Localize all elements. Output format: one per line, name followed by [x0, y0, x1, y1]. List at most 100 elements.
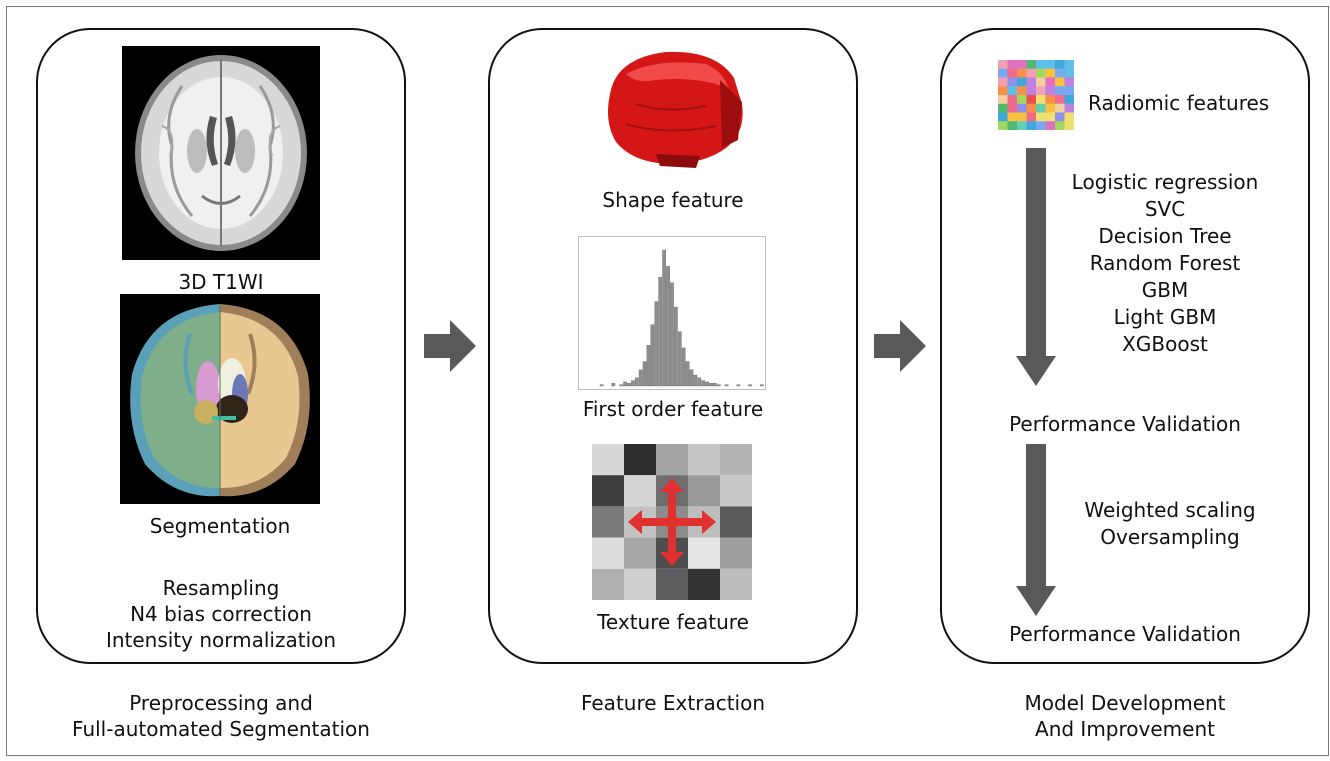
mri-caption: 3D T1WI	[178, 270, 264, 294]
texture-cell	[624, 444, 656, 476]
radiomic-cell	[1055, 86, 1065, 96]
radiomic-cell	[1007, 60, 1018, 69]
histogram-bar	[748, 384, 752, 387]
radiomic-cell	[1007, 95, 1018, 104]
radiomic-cell	[1036, 86, 1046, 96]
histogram-bar	[631, 380, 635, 387]
preprocessing-step-normalization: Intensity normalization	[105, 628, 337, 652]
radiomic-cell	[1026, 112, 1037, 122]
radiomic-cell	[998, 103, 1008, 113]
radiomic-cell	[1017, 86, 1027, 96]
right-arrow-icon	[424, 320, 476, 372]
preprocessing-title-line2: Full-automated Segmentation	[72, 717, 370, 741]
radiomic-cell	[1017, 95, 1027, 104]
radiomic-cell	[998, 68, 1008, 78]
radiomic-cell	[1026, 95, 1037, 104]
histogram-bar	[623, 381, 627, 387]
radiomic-cell	[1064, 103, 1074, 113]
model-logistic-regression: Logistic regression	[1071, 170, 1259, 194]
radiomic-cell	[1045, 77, 1056, 87]
histogram-bar	[681, 347, 686, 387]
radiomic-cell	[1017, 112, 1027, 122]
histogram-bar	[693, 374, 698, 387]
radiomic-cell	[1064, 95, 1074, 104]
radiomic-cell	[1026, 86, 1037, 96]
radiomic-cell	[1064, 121, 1074, 130]
first-order-histogram	[578, 236, 766, 390]
texture-cell	[592, 537, 624, 569]
radiomic-cell	[1045, 68, 1056, 78]
texture-down-arrow-icon	[660, 526, 684, 566]
histogram-bar	[759, 384, 764, 387]
model-svc: SVC	[1144, 197, 1186, 221]
histogram-bar	[662, 249, 666, 387]
model-development-title-line1: Model Development	[1024, 691, 1226, 715]
histogram-bar	[677, 331, 682, 387]
histogram-bar	[713, 383, 717, 387]
radiomic-cell	[1007, 77, 1018, 87]
model-xgboost: XGBoost	[1122, 332, 1208, 356]
texture-cell	[720, 506, 752, 538]
texture-cell	[720, 475, 752, 507]
texture-cell	[592, 568, 624, 600]
radiomic-cell	[1036, 95, 1046, 104]
radiomic-cell	[1007, 86, 1018, 96]
histogram-bar	[685, 361, 690, 387]
texture-cell	[656, 444, 688, 476]
model-light-gbm: Light GBM	[1113, 305, 1217, 329]
down-arrow-icon	[1016, 444, 1056, 616]
right-arrow-icon	[874, 320, 926, 372]
radiomic-cell	[1026, 60, 1037, 69]
texture-cell	[624, 475, 656, 507]
preprocessing-title-line1: Preprocessing and	[129, 691, 313, 715]
segmentation-caption: Segmentation	[149, 514, 291, 538]
texture-cell	[688, 537, 720, 569]
radiomic-cell	[1064, 86, 1074, 96]
first-order-feature-caption: First order feature	[582, 397, 764, 421]
radiomic-cell	[1007, 112, 1018, 122]
histogram-bar	[670, 282, 674, 387]
radiomic-cell	[1007, 103, 1018, 113]
histogram-bar	[666, 266, 670, 387]
radiomic-cell	[1036, 112, 1046, 122]
radiomic-cell	[1017, 60, 1027, 69]
preprocessing-step-n4: N4 bias correction	[130, 602, 312, 626]
texture-up-arrow-icon	[660, 478, 684, 518]
histogram-bar	[689, 369, 694, 387]
shape-feature-caption: Shape feature	[602, 188, 744, 212]
histogram-bar	[627, 383, 631, 387]
radiomic-cell	[1045, 112, 1056, 122]
radiomic-cell	[1017, 77, 1027, 87]
radiomic-cell	[1045, 86, 1056, 96]
radiomic-cell	[1055, 95, 1065, 104]
histogram-bar	[701, 380, 706, 387]
down-arrow-icon	[1016, 148, 1056, 386]
texture-cell	[720, 444, 752, 476]
radiomic-cell	[1045, 103, 1056, 113]
radiomic-cell	[998, 60, 1008, 69]
radiomic-cell	[1055, 103, 1065, 113]
improvement-oversampling: Oversampling	[1100, 525, 1240, 549]
histogram-bar	[658, 277, 663, 387]
model-development-title-line2: And Improvement	[1035, 717, 1215, 741]
radiomic-cell	[1017, 68, 1027, 78]
histogram-bar	[716, 384, 721, 387]
texture-feature-caption: Texture feature	[597, 610, 749, 634]
texture-cell	[688, 568, 720, 600]
radiomic-cell	[1036, 103, 1046, 113]
radiomic-cell	[998, 86, 1008, 96]
histogram-bar	[697, 377, 702, 387]
model-gbm: GBM	[1141, 278, 1189, 302]
texture-cell	[656, 568, 688, 600]
radiomic-cell	[1026, 121, 1037, 130]
radiomic-cell	[1036, 121, 1046, 130]
radiomic-cell	[998, 121, 1008, 130]
preprocessing-step-resampling: Resampling	[162, 576, 280, 600]
radiomic-cell	[1017, 121, 1027, 130]
segmentation-image	[120, 294, 320, 504]
histogram-bar	[736, 384, 741, 387]
radiomic-cell	[1064, 77, 1074, 87]
histogram-bar	[599, 384, 604, 387]
radiomic-cell	[1026, 77, 1037, 87]
performance-validation-2: Performance Validation	[1009, 622, 1241, 646]
